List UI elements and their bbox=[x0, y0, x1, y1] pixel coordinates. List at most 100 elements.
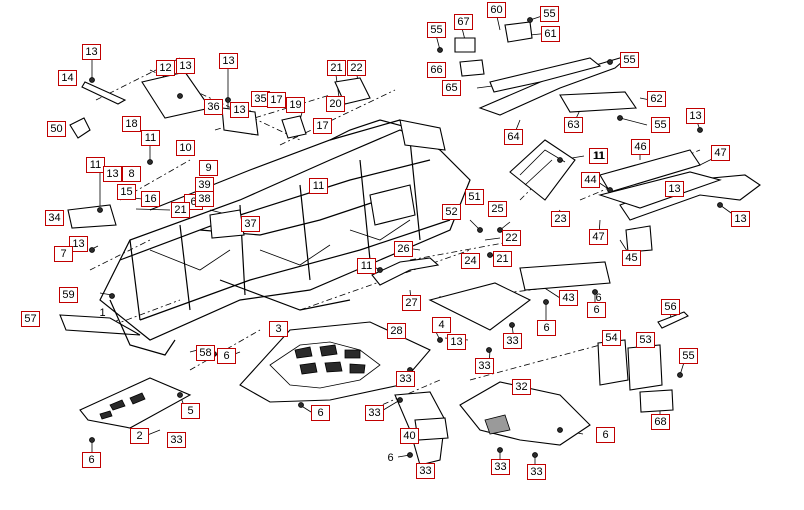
part-callout: 65 bbox=[442, 80, 461, 96]
part-callout: 6 bbox=[596, 427, 615, 443]
part-callout: 57 bbox=[21, 311, 40, 327]
part-callout: 60 bbox=[487, 2, 506, 18]
part-callout: 59 bbox=[59, 287, 78, 303]
part-callout: 8 bbox=[122, 166, 141, 182]
part-callout: 26 bbox=[394, 241, 413, 257]
part-callout: 47 bbox=[711, 145, 730, 161]
part-callout: 13 bbox=[69, 236, 88, 252]
part-callout: 22 bbox=[502, 230, 521, 246]
part-callout: 11 bbox=[86, 157, 105, 173]
rear-rack bbox=[509, 139, 576, 201]
part-callout: 25 bbox=[488, 201, 507, 217]
rear-fender-parts bbox=[454, 21, 761, 253]
part-callout: 11 bbox=[357, 258, 376, 274]
part-callout: 50 bbox=[47, 121, 66, 137]
skid-plate-main bbox=[239, 321, 431, 403]
part-callout: 21 bbox=[171, 202, 190, 218]
part-callout: 13 bbox=[447, 334, 466, 350]
part-callout: 6 bbox=[387, 452, 394, 464]
part-callout: 12 bbox=[156, 60, 175, 76]
rear-bracket bbox=[371, 257, 440, 286]
part-callout: 9 bbox=[199, 160, 218, 176]
part-callout: 11 bbox=[141, 130, 160, 146]
part-callout: 13 bbox=[103, 166, 122, 182]
part-callout: 13 bbox=[176, 58, 195, 74]
part-callout: 64 bbox=[504, 129, 523, 145]
part-callout: 6 bbox=[587, 302, 606, 318]
part-callout: 3 bbox=[269, 321, 288, 337]
part-callout: 23 bbox=[551, 211, 570, 227]
part-callout: 2 bbox=[130, 428, 149, 444]
part-callout: 14 bbox=[58, 70, 77, 86]
mudflap-parts bbox=[597, 311, 689, 413]
part-callout: 67 bbox=[454, 14, 473, 30]
part-callout: 11 bbox=[589, 148, 608, 164]
part-callout: 46 bbox=[631, 139, 650, 155]
part-callout: 34 bbox=[45, 210, 64, 226]
part-callout: 4 bbox=[432, 317, 451, 333]
skid-plate-front bbox=[79, 377, 192, 429]
part-callout: 22 bbox=[347, 60, 366, 76]
part-callout: 13 bbox=[731, 211, 750, 227]
part-callout: 63 bbox=[564, 117, 583, 133]
part-callout: 66 bbox=[427, 62, 446, 78]
part-callout: 52 bbox=[442, 204, 461, 220]
part-callout: 13 bbox=[665, 181, 684, 197]
part-callout: 21 bbox=[493, 251, 512, 267]
part-callout: 33 bbox=[475, 358, 494, 374]
part-callout: 55 bbox=[679, 348, 698, 364]
part-callout: 13 bbox=[82, 44, 101, 60]
main-frame bbox=[99, 119, 471, 356]
part-callout: 56 bbox=[661, 299, 680, 315]
part-callout: 35 bbox=[251, 91, 270, 107]
part-callout: 13 bbox=[686, 108, 705, 124]
part-callout: 32 bbox=[512, 379, 531, 395]
part-callout: 61 bbox=[541, 26, 560, 42]
part-callout: 28 bbox=[387, 323, 406, 339]
part-callout: 33 bbox=[491, 459, 510, 475]
part-callout: 40 bbox=[400, 428, 419, 444]
part-callout: 13 bbox=[219, 53, 238, 69]
part-callout: 19 bbox=[286, 97, 305, 113]
part-callout: 33 bbox=[416, 463, 435, 479]
part-callout: 44 bbox=[581, 172, 600, 188]
part-callout: 37 bbox=[241, 216, 260, 232]
part-callout: 47 bbox=[589, 229, 608, 245]
part-callout: 6 bbox=[311, 405, 330, 421]
part-callout: 55 bbox=[540, 6, 559, 22]
part-callout: 54 bbox=[602, 330, 621, 346]
floor-panels bbox=[428, 261, 611, 331]
part-callout: 55 bbox=[427, 22, 446, 38]
part-callout: 33 bbox=[396, 371, 415, 387]
part-callout: 39 bbox=[195, 177, 214, 193]
part-callout: 7 bbox=[54, 246, 73, 262]
part-callout: 1 bbox=[99, 307, 106, 319]
part-callout: 55 bbox=[651, 117, 670, 133]
part-callout: 62 bbox=[647, 91, 666, 107]
part-callout: 53 bbox=[636, 332, 655, 348]
part-callout: 16 bbox=[141, 191, 160, 207]
part-callout: 13 bbox=[230, 102, 249, 118]
part-callout: 24 bbox=[461, 253, 480, 269]
part-callout: 33 bbox=[503, 333, 522, 349]
part-callout: 55 bbox=[620, 52, 639, 68]
part-callout: 6 bbox=[217, 348, 236, 364]
part-callout: 33 bbox=[365, 405, 384, 421]
part-callout: 15 bbox=[117, 184, 136, 200]
part-callout: 36 bbox=[204, 99, 223, 115]
part-callout: 17 bbox=[313, 118, 332, 134]
part-callout: 45 bbox=[622, 250, 641, 266]
part-callout: 5 bbox=[181, 403, 200, 419]
part-callout: 18 bbox=[122, 116, 141, 132]
part-callout: 10 bbox=[176, 140, 195, 156]
part-callout: 17 bbox=[267, 92, 286, 108]
part-callout: 33 bbox=[527, 464, 546, 480]
part-callout: 51 bbox=[465, 189, 484, 205]
part-callout: 20 bbox=[326, 96, 345, 112]
part-callout: 6 bbox=[595, 292, 602, 304]
part-callout: 43 bbox=[559, 290, 578, 306]
part-callout: 21 bbox=[327, 60, 346, 76]
part-callout: 27 bbox=[402, 295, 421, 311]
part-callout: 11 bbox=[593, 150, 606, 162]
